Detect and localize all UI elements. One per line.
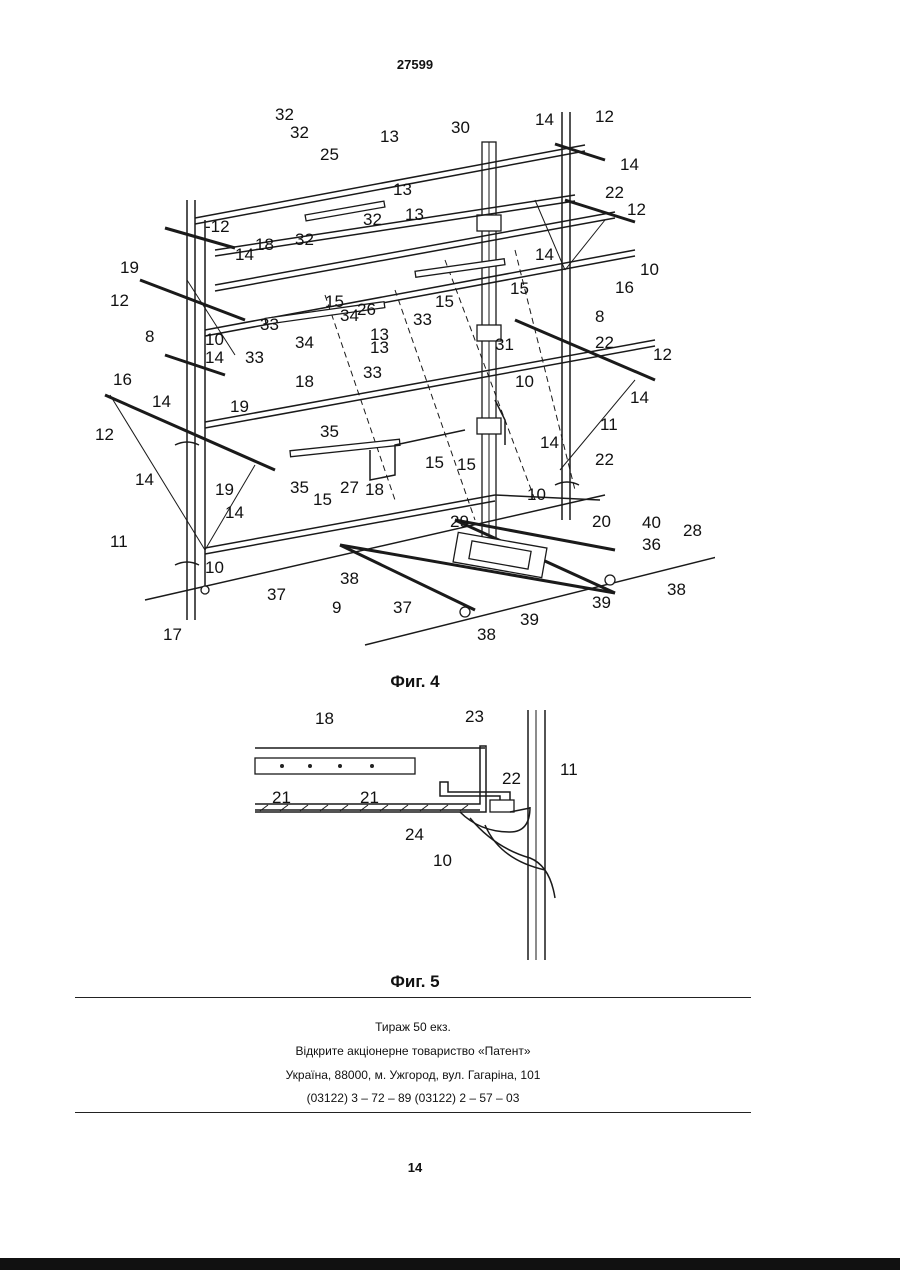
label: 11	[110, 532, 128, 551]
label: 10	[433, 851, 452, 870]
label: 9	[332, 598, 341, 617]
label: 28	[683, 521, 702, 540]
label: 15	[435, 292, 454, 311]
label: 30	[451, 118, 470, 137]
label: 14	[535, 110, 554, 129]
label: 15	[425, 453, 444, 472]
label: 22	[502, 769, 521, 788]
figure-4-caption: Фиг. 4	[360, 672, 470, 692]
label: 14	[152, 392, 171, 411]
label: 14	[205, 348, 224, 367]
label: 19	[215, 480, 234, 499]
figure-4-drawing: 32 32 25 13 30 14 12 14 22 12 -12 13 13 …	[95, 100, 715, 660]
label: 38	[667, 580, 686, 599]
label: 27	[340, 478, 359, 497]
label: 8	[145, 327, 154, 346]
label: 33	[363, 363, 382, 382]
label: 20	[592, 512, 611, 531]
label: 8	[595, 307, 604, 326]
label: 35	[320, 422, 339, 441]
label: 10	[205, 330, 224, 349]
label: 26	[357, 300, 376, 319]
label: 32	[363, 210, 382, 229]
label: 36	[642, 535, 661, 554]
label: 14	[135, 470, 154, 489]
label: 33	[413, 310, 432, 329]
label: 21	[272, 788, 291, 807]
label: 15	[457, 455, 476, 474]
label: 39	[592, 593, 611, 612]
label: 16	[113, 370, 132, 389]
label: 19	[120, 258, 139, 277]
divider-bottom	[75, 1112, 751, 1113]
label: 23	[465, 707, 484, 726]
label: 31	[495, 335, 514, 354]
page-number: 14	[0, 1160, 830, 1175]
label: 10	[205, 558, 224, 577]
label: 19	[230, 397, 249, 416]
label: 15	[313, 490, 332, 509]
label: 11	[600, 415, 618, 434]
label: 35	[290, 478, 309, 497]
label: 38	[477, 625, 496, 644]
label: 10	[640, 260, 659, 279]
label: 15	[510, 279, 529, 298]
label: 14	[620, 155, 639, 174]
label: 10	[527, 485, 546, 504]
label: 29	[450, 512, 469, 531]
label: 13	[380, 127, 399, 146]
divider-top	[75, 997, 751, 998]
label: 21	[360, 788, 379, 807]
label: 13	[370, 338, 389, 357]
label: 18	[365, 480, 384, 499]
label: 13	[405, 205, 424, 224]
publisher-name-line: Відкрите акціонерне товариство «Патент»	[75, 1044, 751, 1058]
label: 33	[260, 315, 279, 334]
figure-5-labels: 18 23 11 22 21 21 24 10	[272, 707, 578, 870]
label: 12	[595, 107, 614, 126]
label: 32	[295, 230, 314, 249]
figure-4-labels: 32 32 25 13 30 14 12 14 22 12 -12 13 13 …	[95, 105, 702, 644]
scan-edge-band	[0, 1258, 900, 1270]
label: 32	[290, 123, 309, 142]
label: 16	[615, 278, 634, 297]
label: 18	[295, 372, 314, 391]
label: 14	[630, 388, 649, 407]
label: 12	[653, 345, 672, 364]
label: 32	[275, 105, 294, 124]
label: 37	[267, 585, 286, 604]
figure-5-drawing: 18 23 11 22 21 21 24 10	[240, 700, 600, 965]
label: 17	[163, 625, 182, 644]
label: 33	[245, 348, 264, 367]
label: -12	[205, 217, 230, 236]
label: 12	[110, 291, 129, 310]
label: 10	[515, 372, 534, 391]
print-run-line: Тираж 50 екз.	[75, 1020, 751, 1034]
label: 14	[535, 245, 554, 264]
label: 38	[340, 569, 359, 588]
label: 25	[320, 145, 339, 164]
label: 11	[560, 760, 578, 779]
label: 14	[235, 245, 254, 264]
label: 40	[642, 513, 661, 532]
label: 12	[95, 425, 114, 444]
label: 34	[295, 333, 314, 352]
label: 14	[540, 433, 559, 452]
label: 18	[255, 235, 274, 254]
label: 22	[595, 450, 614, 469]
label: 22	[605, 183, 624, 202]
label: 24	[405, 825, 424, 844]
document-number: 27599	[0, 57, 830, 72]
label: 13	[393, 180, 412, 199]
publisher-phone-line: (03122) 3 – 72 – 89 (03122) 2 – 57 – 03	[75, 1091, 751, 1105]
label: 12	[627, 200, 646, 219]
label: 37	[393, 598, 412, 617]
publisher-address-line: Україна, 88000, м. Ужгород, вул. Гагарін…	[75, 1068, 751, 1082]
label: 14	[225, 503, 244, 522]
label: 18	[315, 709, 334, 728]
figure-5-caption: Фиг. 5	[360, 972, 470, 992]
label: 22	[595, 333, 614, 352]
label: 39	[520, 610, 539, 629]
